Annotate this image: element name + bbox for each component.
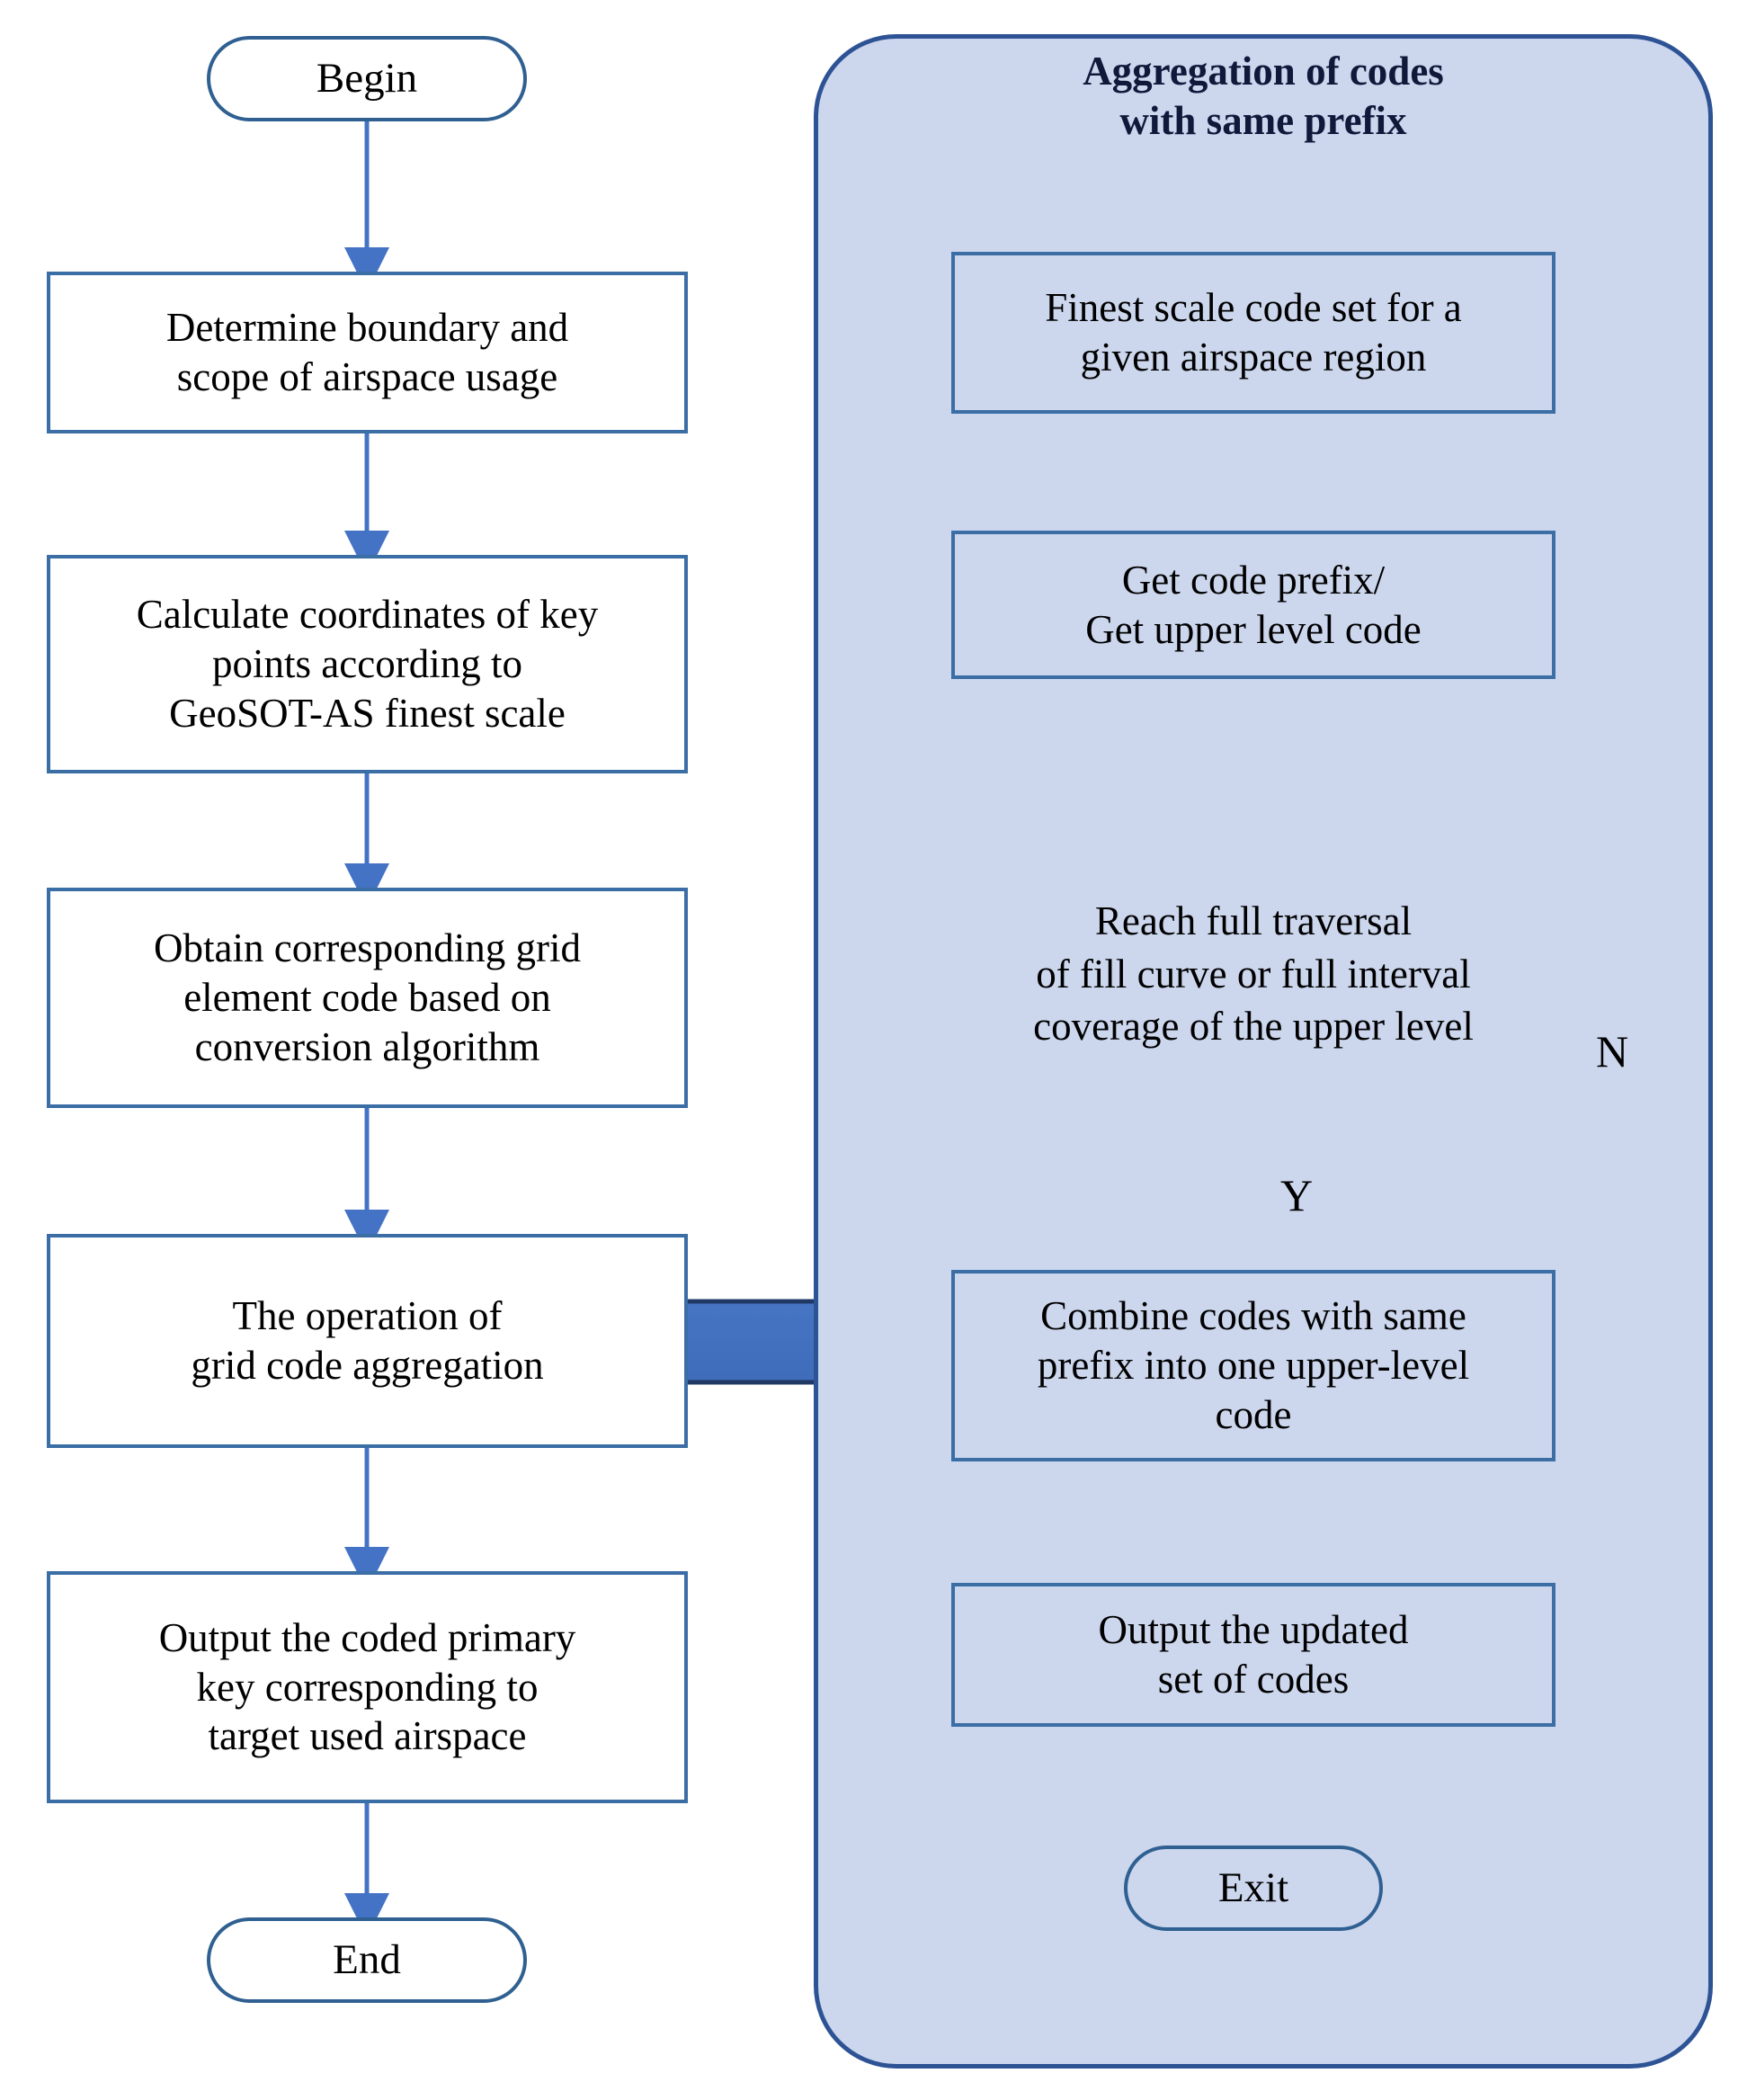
step-calculate-coordinates-label: Calculate coordinates of key points acco… (136, 592, 599, 736)
step-obtain-grid-code-label: Obtain corresponding grid element code b… (154, 925, 581, 1069)
step-output-primary-key-label: Output the coded primary key correspondi… (158, 1614, 576, 1759)
step-get-code-prefix-label: Get code prefix/ Get upper level code (1085, 557, 1422, 652)
step-finest-scale-code-set-label: Finest scale code set for a given airspa… (1045, 285, 1462, 380)
branch-label-yes: Y (1280, 1169, 1313, 1221)
step-combine-codes-label: Combine codes with same prefix into one … (1037, 1293, 1470, 1437)
aggregation-panel (814, 34, 1713, 2069)
branch-label-no-text: N (1596, 1026, 1629, 1077)
end-label: End (333, 1935, 401, 1983)
exit-label: Exit (1217, 1863, 1289, 1911)
step-finest-scale-code-set[interactable]: Finest scale code set for a given airspa… (951, 252, 1555, 414)
aggregation-panel-title: Aggregation of codes with same prefix (814, 47, 1713, 146)
step-output-primary-key[interactable]: Output the coded primary key correspondi… (47, 1571, 688, 1803)
aggregation-panel-title-text: Aggregation of codes with same prefix (1083, 49, 1444, 143)
step-obtain-grid-code[interactable]: Obtain corresponding grid element code b… (47, 888, 688, 1108)
step-determine-boundary[interactable]: Determine boundary and scope of airspace… (47, 272, 688, 433)
end-terminator[interactable]: End (207, 1917, 527, 2003)
decision-label-text: Reach full traversal of fill curve or fu… (1033, 898, 1474, 1049)
step-get-code-prefix[interactable]: Get code prefix/ Get upper level code (951, 531, 1555, 679)
step-calculate-coordinates[interactable]: Calculate coordinates of key points acco… (47, 555, 688, 773)
branch-label-yes-text: Y (1280, 1170, 1314, 1220)
step-determine-boundary-label: Determine boundary and scope of airspace… (165, 305, 569, 399)
branch-label-no: N (1596, 1025, 1628, 1077)
exit-terminator[interactable]: Exit (1124, 1845, 1383, 1931)
decision-label: Reach full traversal of fill curve or fu… (912, 895, 1595, 1053)
step-output-updated-codes[interactable]: Output the updated set of codes (951, 1583, 1555, 1727)
step-grid-code-aggregation[interactable]: The operation of grid code aggregation (47, 1234, 688, 1448)
begin-label: Begin (316, 54, 418, 102)
begin-terminator[interactable]: Begin (207, 36, 527, 121)
step-grid-code-aggregation-label: The operation of grid code aggregation (191, 1293, 544, 1388)
step-combine-codes[interactable]: Combine codes with same prefix into one … (951, 1270, 1555, 1461)
step-output-updated-codes-label: Output the updated set of codes (1098, 1607, 1409, 1702)
